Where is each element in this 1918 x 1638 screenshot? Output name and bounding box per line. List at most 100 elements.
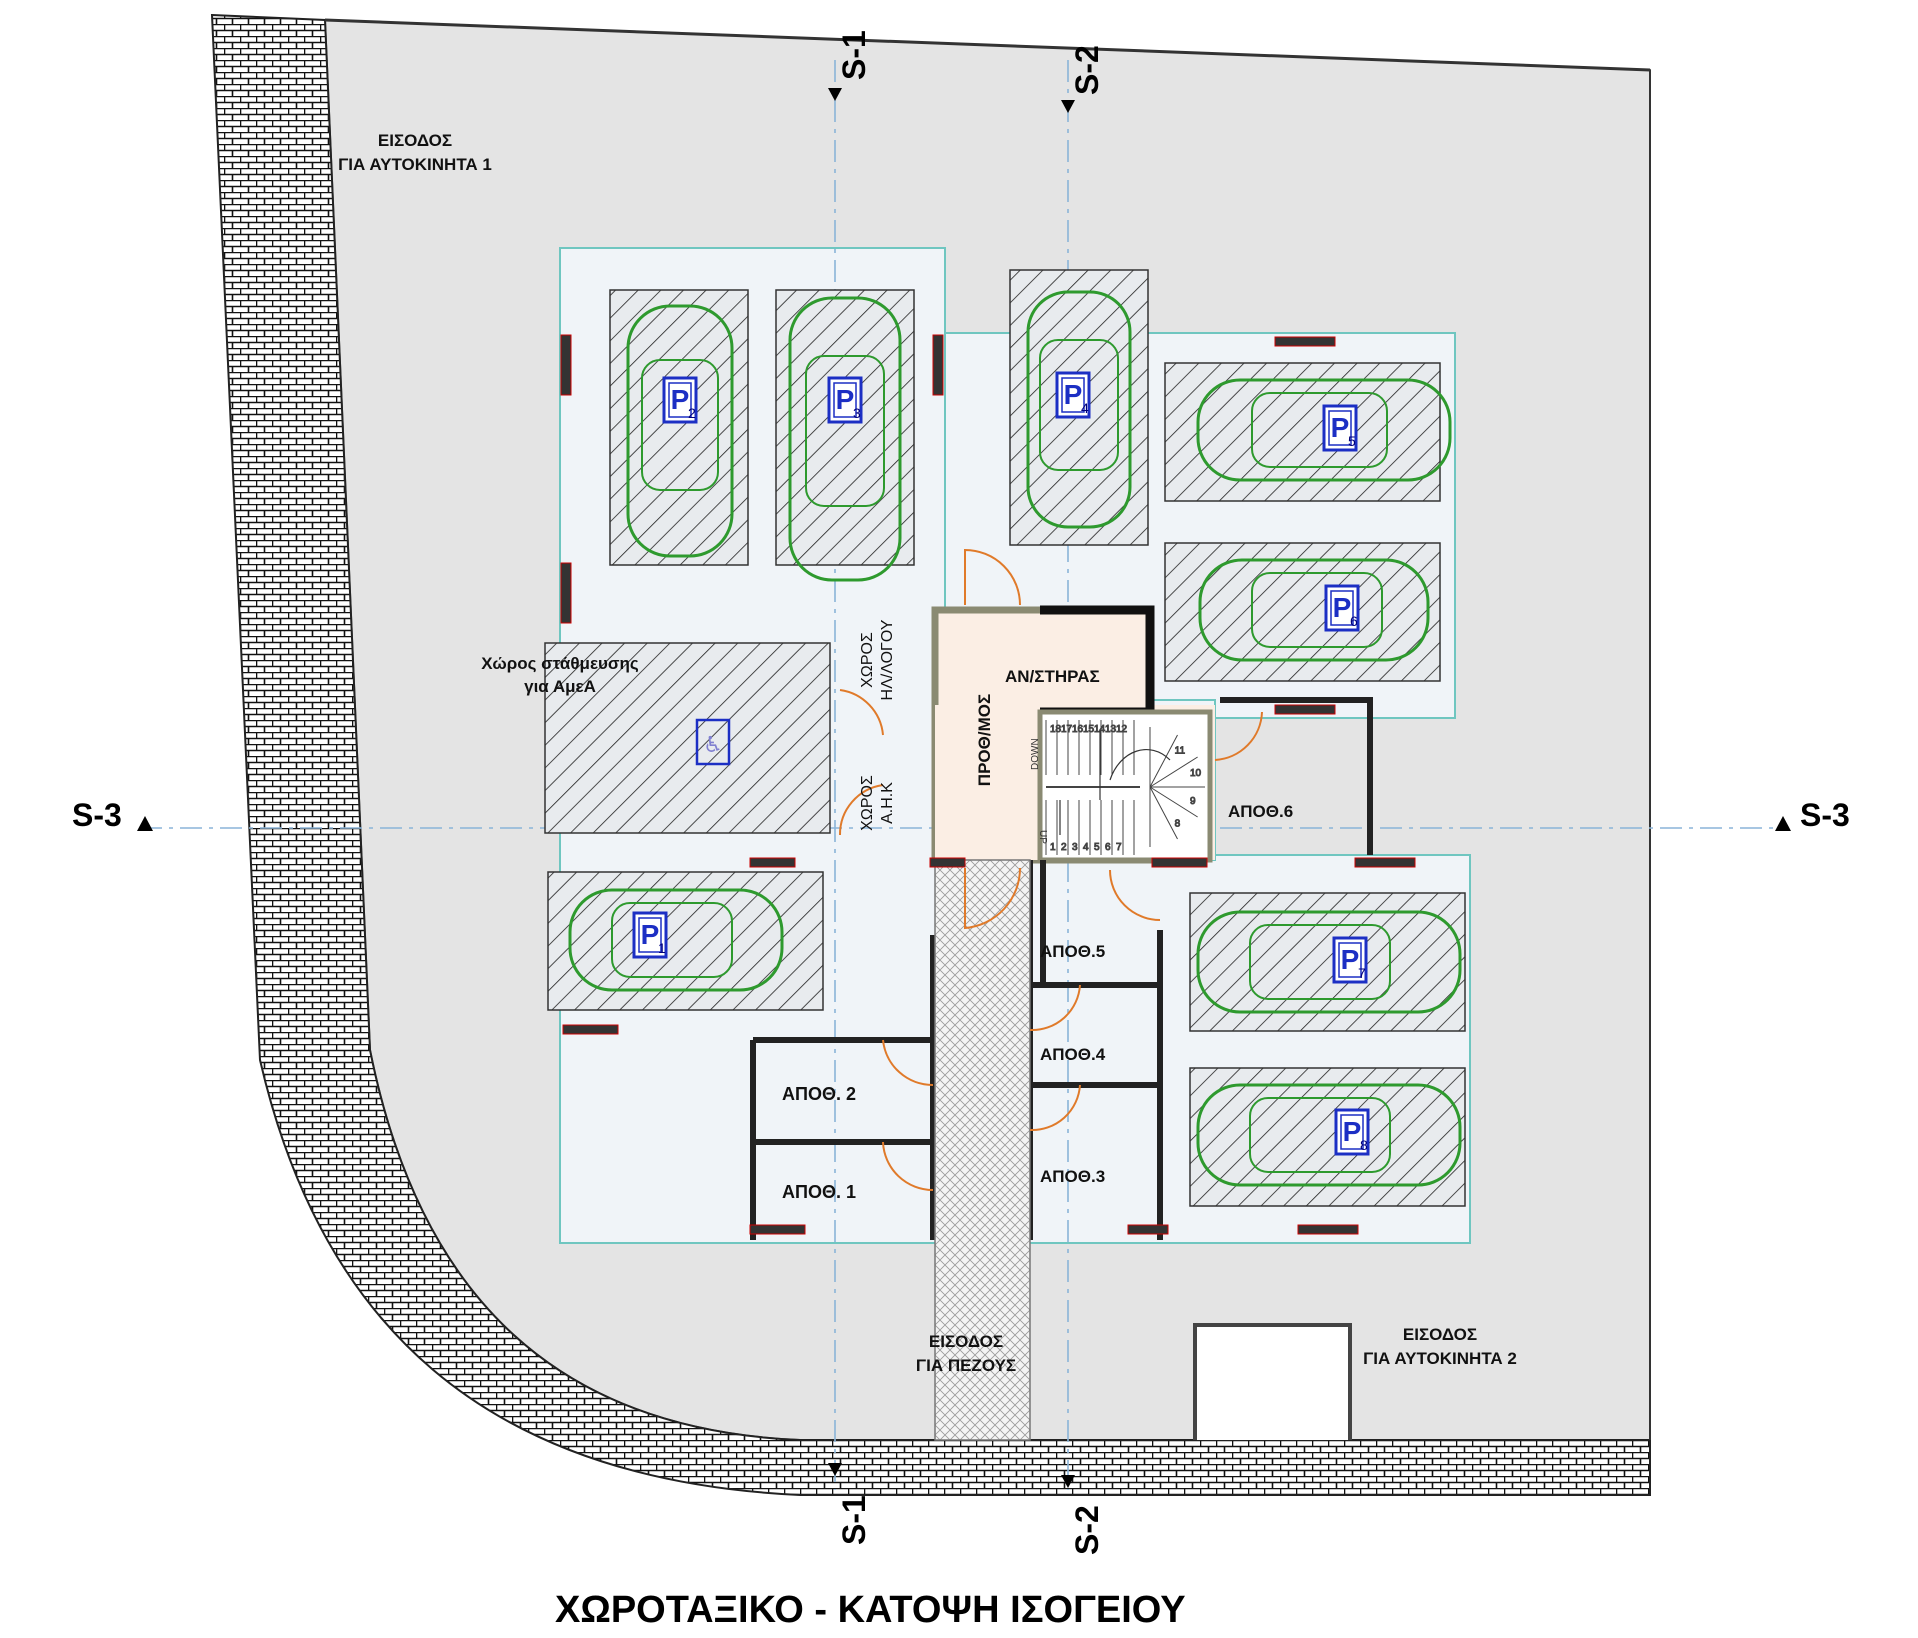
stair-step-number: 11	[1175, 746, 1186, 757]
parking-bay-6	[1164, 542, 1441, 682]
car-icon	[1196, 1083, 1462, 1187]
stair-up-label: UP	[1037, 830, 1048, 844]
storage-5-label: ΑΠΟΘ.5	[1040, 942, 1105, 961]
section-s2-top-arrow-icon	[1061, 100, 1075, 113]
stair-step-number: 14	[1094, 724, 1106, 735]
section-s3-right-arrow-icon	[1775, 816, 1791, 831]
car-entrance-1-sublabel: ΓΙΑ ΑΥΤΟΚΙΝΗΤΑ 1	[338, 155, 492, 174]
parking-bay-3	[775, 289, 915, 582]
section-s2-bottom-arrow-icon	[1061, 1475, 1075, 1488]
parking-spot-number: 4	[1081, 400, 1089, 416]
section-s1-top-arrow-icon	[828, 88, 842, 101]
elevator-shaft	[1040, 605, 1155, 717]
stair-step-number: 7	[1116, 842, 1122, 853]
parking-spot-number: 5	[1348, 433, 1356, 449]
storage-4-label: ΑΠΟΘ.4	[1040, 1045, 1106, 1064]
stair-step-number: 12	[1116, 724, 1128, 735]
storage-6-label: ΑΠΟΘ.6	[1228, 802, 1293, 821]
stair-step-number: 2	[1061, 842, 1067, 853]
car-icon	[1198, 558, 1430, 662]
meter-room-sublabel: ΗΛ/ΛΟΓΟΥ	[879, 619, 896, 700]
accessible-parking-symbol: ♿	[703, 733, 723, 758]
parking-sign-symbol: P	[1341, 944, 1360, 975]
ahk-room-label: ΧΩΡΟΣ	[859, 775, 876, 831]
storage-3-label: ΑΠΟΘ.3	[1040, 1167, 1105, 1186]
section-s2-bottom-label: S-2	[1069, 1505, 1105, 1555]
car-icon	[788, 296, 902, 582]
parking-sign-5: P5	[1322, 404, 1358, 452]
stair-down-label: DOWN	[1030, 738, 1041, 770]
parking-spot-number: 1	[658, 940, 666, 956]
accessible-parking-label: Χώρος στάθμευσης	[481, 654, 639, 673]
car-entrance-2-sublabel: ΓΙΑ ΑΥΤΟΚΙΝΗΤΑ 2	[1363, 1349, 1517, 1368]
storage-2-label: ΑΠΟΘ. 2	[782, 1084, 856, 1104]
parking-sign-6: P6	[1324, 584, 1360, 632]
car-entrance-1-label: ΕΙΣΟΔΟΣ	[378, 131, 452, 150]
section-s2-top-label: S-2	[1069, 45, 1105, 95]
stair-step-number: 17	[1061, 724, 1073, 735]
parking-sign-symbol: P	[1064, 379, 1083, 410]
parking-sign-symbol: P	[1331, 412, 1350, 443]
car-icon	[568, 888, 784, 992]
parking-sign-symbol: P	[1333, 592, 1352, 623]
stair-step-number: 8	[1175, 818, 1181, 829]
parking-sign-symbol: P	[1343, 1116, 1362, 1147]
parking-sign-2: P2	[662, 376, 698, 424]
parking-sign-symbol: P	[641, 919, 660, 950]
stair-step-number: 15	[1083, 724, 1095, 735]
elevator-label: ΑΝ/ΣΤΗΡΑΣ	[1005, 667, 1100, 686]
parking-spot-number: 7	[1358, 965, 1366, 981]
north-boundary	[324, 18, 1651, 72]
parking-sign-symbol: P	[671, 384, 690, 415]
drawing-title: ΧΩΡΟΤΑΞΙΚΟ - ΚΑΤΟΨΗ ΙΣΟΓΕΙΟΥ	[555, 1589, 1186, 1631]
lobby-label: ΠΡΟΘ/ΜΟΣ	[975, 694, 994, 786]
parking-sign-1: P1	[632, 911, 668, 959]
car-icon	[1026, 290, 1132, 529]
stair-step-number: 18	[1050, 724, 1062, 735]
parking-spot-number: 3	[853, 405, 861, 421]
parking-sign-3: P3	[827, 376, 863, 424]
meter-room-label: ΧΩΡΟΣ	[859, 632, 876, 688]
car-entrance-2-label: ΕΙΣΟΔΟΣ	[1403, 1325, 1477, 1344]
pedestrian-entrance-label: ΕΙΣΟΔΟΣ	[929, 1332, 1003, 1351]
parking-bay-7	[1189, 892, 1466, 1032]
accessible-parking-sublabel: για ΑμεΑ	[524, 677, 596, 696]
section-s3-right-label: S-3	[1800, 797, 1850, 833]
parking-sign-8: P8	[1334, 1108, 1370, 1156]
section-s1-bottom-arrow-icon	[828, 1463, 842, 1476]
pedestrian-entrance-sublabel: ΓΙΑ ΠΕΖΟΥΣ	[916, 1356, 1016, 1375]
parking-bay-5	[1164, 362, 1452, 502]
car-entrance-2-gate	[1193, 1323, 1352, 1440]
parking-bays	[544, 269, 1466, 1207]
stair-step-number: 1	[1050, 842, 1056, 853]
stair-step-number: 16	[1072, 724, 1084, 735]
parking-spot-number: 8	[1360, 1137, 1368, 1153]
accessible-parking-icon	[695, 718, 731, 766]
parking-bay-1	[547, 871, 824, 1011]
stair-step-number: 13	[1105, 724, 1117, 735]
section-s1-bottom-label: S-1	[836, 1495, 872, 1545]
parking-spot-number: 2	[688, 405, 696, 421]
pedestrian-walkway	[934, 859, 1031, 1441]
west-wall	[210, 13, 1651, 1496]
stair-arrow	[1059, 730, 1171, 835]
stair-step-number: 5	[1094, 842, 1100, 853]
door-swings	[838, 548, 1263, 1192]
parking-bay-accessible	[544, 642, 831, 834]
parking-bay-8	[1189, 1067, 1466, 1207]
storage-1-label: ΑΠΟΘ. 1	[782, 1182, 856, 1202]
stair-step-number: 6	[1105, 842, 1111, 853]
stair-step-number: 4	[1083, 842, 1089, 853]
parking-sign-7: P7	[1332, 936, 1368, 984]
car-icon	[626, 304, 734, 558]
section-s3-left-arrow-icon	[137, 816, 153, 831]
window-marks	[560, 334, 1416, 1235]
parking-bay-2	[609, 289, 749, 566]
car-icon	[1196, 378, 1452, 482]
parking-sign-symbol: P	[836, 384, 855, 415]
parking-spot-number: 6	[1350, 613, 1358, 629]
ahk-room-sublabel: Α.Η.Κ	[879, 782, 896, 824]
